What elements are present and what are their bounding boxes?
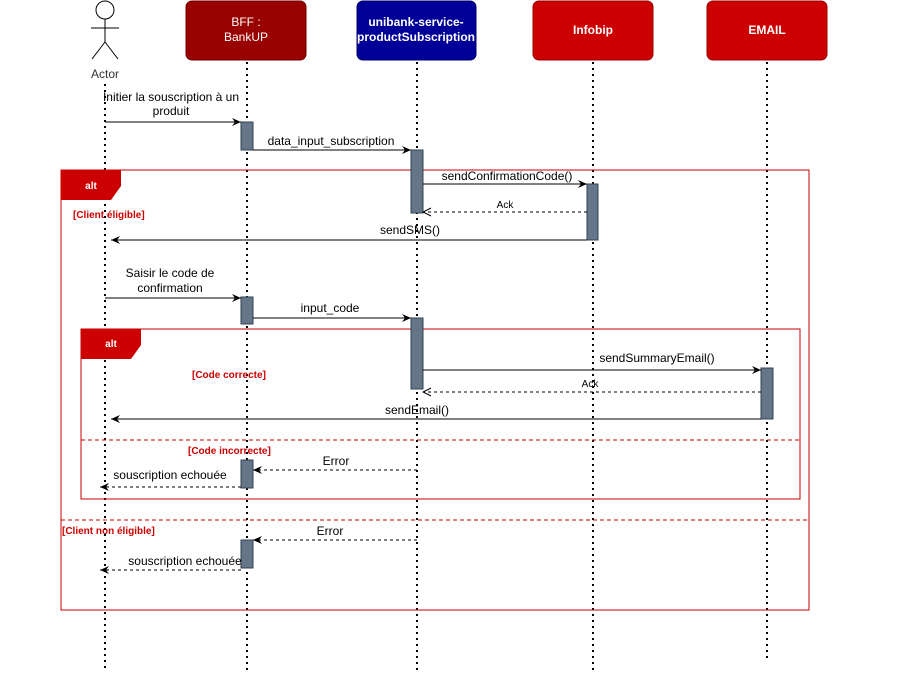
actor-label: Actor: [91, 67, 119, 81]
label-send-sms: sendSMS(): [380, 223, 440, 237]
participant-unibank: unibank-service- productSubscription: [356, 0, 477, 61]
message-labels: Initier la souscription à un produit dat…: [103, 90, 715, 568]
activation-unibank-1: [410, 149, 424, 214]
outer-alt-frame: alt: [60, 169, 810, 611]
activation-bars: [240, 121, 774, 569]
activation-infobip-1: [586, 183, 599, 241]
activation-bff-2: [240, 296, 254, 325]
label-data-input: data_input_subscription: [268, 134, 395, 148]
label-input-code: input_code: [301, 301, 360, 315]
participant-unibank-line2: productSubscription: [357, 30, 475, 44]
participant-bff: BFF : BankUP: [185, 0, 307, 61]
inner-alt-frame: alt: [80, 328, 801, 500]
label-ack-1: Ack: [497, 200, 515, 211]
outer-guard-eligible: [Client éligible]: [73, 210, 145, 221]
label-initier-1: Initier la souscription à un: [103, 90, 239, 104]
label-error-1: Error: [323, 454, 350, 468]
outer-guard-non-eligible: [Client non éligible]: [62, 526, 155, 537]
participant-email-label: EMAIL: [748, 23, 785, 37]
activation-bff-3: [240, 459, 254, 489]
activation-unibank-2: [410, 317, 424, 390]
label-error-2: Error: [317, 524, 344, 538]
participant-email: EMAIL: [706, 0, 828, 61]
inner-alt-tag: alt: [105, 339, 117, 350]
inner-guard-incorrect: [Code incorrecte]: [188, 446, 271, 457]
label-send-email: sendEmail(): [385, 403, 449, 417]
actor-figure: [91, 0, 119, 60]
inner-guard-correct: [Code correcte]: [192, 370, 266, 381]
message-arrows: [100, 118, 761, 574]
label-send-summary: sendSummaryEmail(): [599, 351, 714, 365]
participant-bff-line1: BFF :: [231, 15, 260, 29]
participant-infobip: Infobip: [532, 0, 654, 61]
outer-alt-tag: alt: [85, 181, 97, 192]
activation-email-1: [760, 367, 774, 420]
label-saisir-2: confirmation: [137, 281, 202, 295]
participant-bff-line2: BankUP: [224, 30, 268, 44]
label-ack-2: Ack: [582, 379, 600, 390]
participant-infobip-label: Infobip: [573, 23, 613, 37]
activation-bff-4: [240, 539, 254, 569]
label-echec-2: souscription echouée: [128, 554, 242, 568]
lifelines: [104, 62, 768, 671]
label-saisir-1: Saisir le code de: [126, 266, 215, 280]
label-send-confirmation: sendConfirmationCode(): [442, 169, 573, 183]
label-echec-1: souscription echouée: [113, 468, 227, 482]
label-initier-2: produit: [153, 104, 190, 118]
activation-bff-1: [240, 121, 254, 151]
participant-unibank-line1: unibank-service-: [368, 15, 463, 29]
